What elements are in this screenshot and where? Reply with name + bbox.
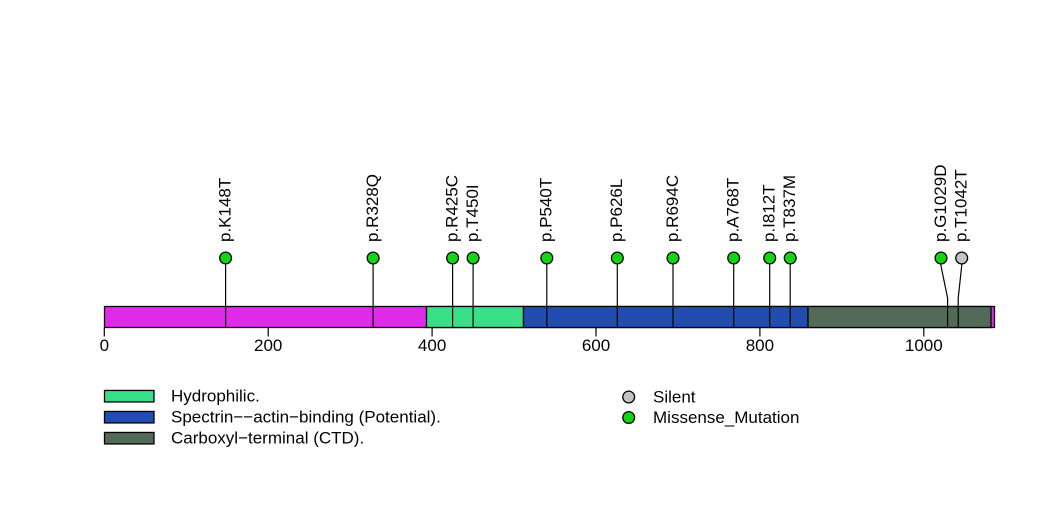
svg-text:Silent: Silent bbox=[653, 388, 696, 407]
svg-text:Spectrin−−actin−binding (Poten: Spectrin−−actin−binding (Potential). bbox=[171, 408, 441, 427]
svg-text:800: 800 bbox=[746, 336, 774, 355]
svg-text:p.P540T: p.P540T bbox=[537, 178, 556, 242]
svg-text:Carboxyl−terminal (CTD).: Carboxyl−terminal (CTD). bbox=[171, 429, 364, 448]
svg-text:p.R694C: p.R694C bbox=[663, 175, 682, 242]
svg-text:Missense_Mutation: Missense_Mutation bbox=[653, 408, 799, 427]
svg-text:p.T1042T: p.T1042T bbox=[952, 169, 971, 242]
svg-text:p.R328Q: p.R328Q bbox=[363, 174, 382, 242]
svg-text:p.R425C: p.R425C bbox=[442, 175, 461, 242]
svg-text:1000: 1000 bbox=[905, 336, 943, 355]
svg-text:200: 200 bbox=[254, 336, 282, 355]
svg-text:0: 0 bbox=[100, 336, 109, 355]
svg-text:p.T837M: p.T837M bbox=[780, 175, 799, 242]
svg-text:p.A768T: p.A768T bbox=[724, 178, 743, 242]
svg-text:p.K148T: p.K148T bbox=[215, 178, 234, 242]
svg-text:Hydrophilic.: Hydrophilic. bbox=[171, 387, 260, 406]
svg-text:400: 400 bbox=[418, 336, 446, 355]
svg-text:p.I812T: p.I812T bbox=[760, 184, 779, 242]
svg-text:600: 600 bbox=[582, 336, 610, 355]
svg-text:p.P626L: p.P626L bbox=[607, 179, 626, 242]
svg-text:p.G1029D: p.G1029D bbox=[931, 165, 950, 243]
svg-text:p.T450I: p.T450I bbox=[463, 184, 482, 242]
